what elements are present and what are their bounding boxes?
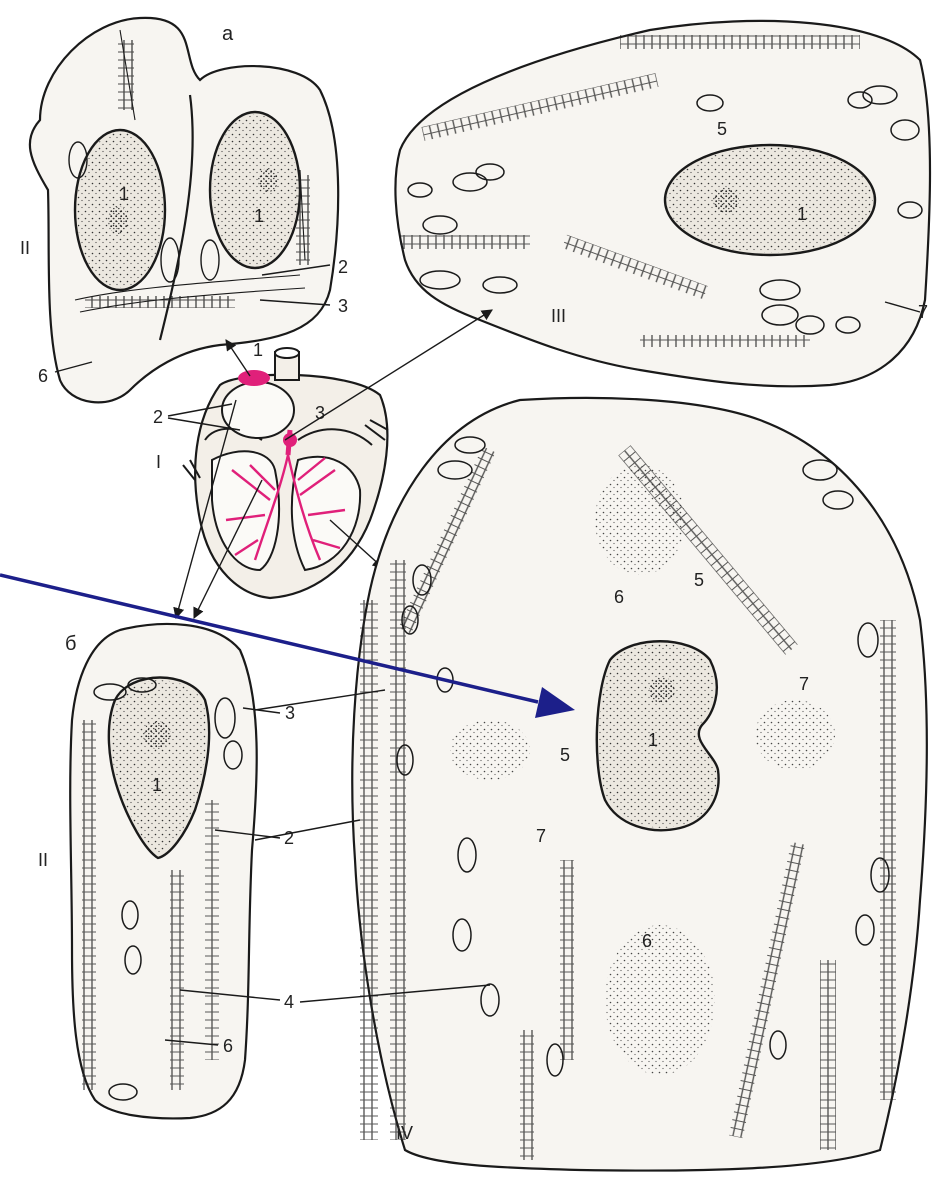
callout-3-panel-b: 3: [285, 703, 295, 723]
callout-1-heart: 1: [253, 340, 263, 360]
callout-6-panel-IV-top: 6: [614, 587, 624, 607]
callout-nucleus-III: 1: [797, 204, 807, 224]
callout-2-panel-b: 2: [284, 828, 294, 848]
callout-5-panel-IV-top: 5: [694, 570, 704, 590]
panel-III-cell: [395, 21, 930, 386]
callout-2-panel-a: 2: [338, 257, 348, 277]
callout-nucleus-b: 1: [152, 775, 162, 795]
callout-7-panel-IV-right: 7: [799, 674, 809, 694]
callout-nucleus-a-right: 1: [254, 206, 264, 226]
callout-6-panel-IV-bottom: 6: [642, 931, 652, 951]
panel-label-III: III: [551, 306, 566, 326]
callout-7-panel-IV-left: 7: [536, 826, 546, 846]
callout-3-panel-a: 3: [338, 296, 348, 316]
panel-label-a: а: [222, 23, 234, 45]
panel-a-cells: [30, 18, 338, 402]
panel-label-II-bottom: II: [38, 850, 48, 870]
callout-6-panel-b: 6: [223, 1036, 233, 1056]
callout-5-panel-IV-mid: 5: [560, 745, 570, 765]
panel-label-IV: IV: [396, 1123, 413, 1143]
heart-diagram: [183, 348, 388, 598]
callout-7-panel-III: 7: [918, 302, 928, 322]
callout-6-panel-a: 6: [38, 366, 48, 386]
panel-label-I: I: [156, 452, 161, 472]
callout-4-panel-b: 4: [284, 992, 294, 1012]
callout-nucleus-a-left: 1: [119, 184, 129, 204]
panel-label-b: б: [65, 633, 76, 655]
callout-2-heart: 2: [153, 407, 163, 427]
callout-nucleus-IV: 1: [648, 730, 658, 750]
callout-5-panel-III: 5: [717, 119, 727, 139]
panel-IV-cell: [352, 398, 926, 1171]
panel-label-II-top: II: [20, 238, 30, 258]
